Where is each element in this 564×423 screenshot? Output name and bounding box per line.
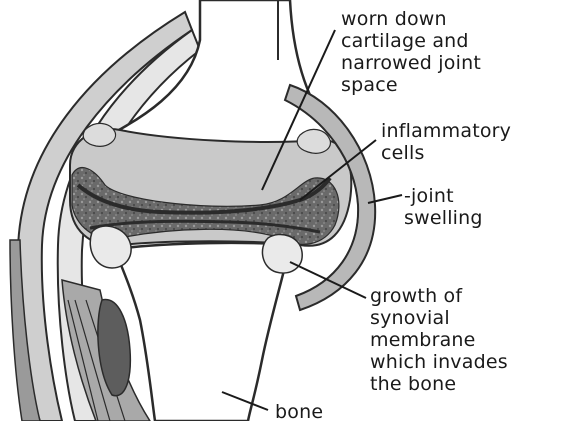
label-line: growth of bbox=[370, 285, 508, 307]
label-joint-swelling: -joint swelling bbox=[404, 185, 483, 229]
label-line: synovial bbox=[370, 307, 508, 329]
label-line: worn down bbox=[341, 8, 481, 30]
label-line: swelling bbox=[404, 207, 483, 229]
label-line: which invades bbox=[370, 351, 508, 373]
label-line: narrowed joint bbox=[341, 52, 481, 74]
lower-bone bbox=[115, 243, 290, 421]
label-line: the bone bbox=[370, 373, 508, 395]
label-line: membrane bbox=[370, 329, 508, 351]
label-worn-cartilage: worn down cartilage and narrowed joint s… bbox=[341, 8, 481, 96]
label-line: cartilage and bbox=[341, 30, 481, 52]
label-line: space bbox=[341, 74, 481, 96]
label-line: -joint bbox=[404, 185, 483, 207]
label-line: inflammatory bbox=[381, 120, 511, 142]
label-line: cells bbox=[381, 142, 511, 164]
label-synovial-growth: growth of synovial membrane which invade… bbox=[370, 285, 508, 395]
label-bone: bone bbox=[275, 401, 323, 423]
label-inflammatory-cells: inflammatory cells bbox=[381, 120, 511, 164]
